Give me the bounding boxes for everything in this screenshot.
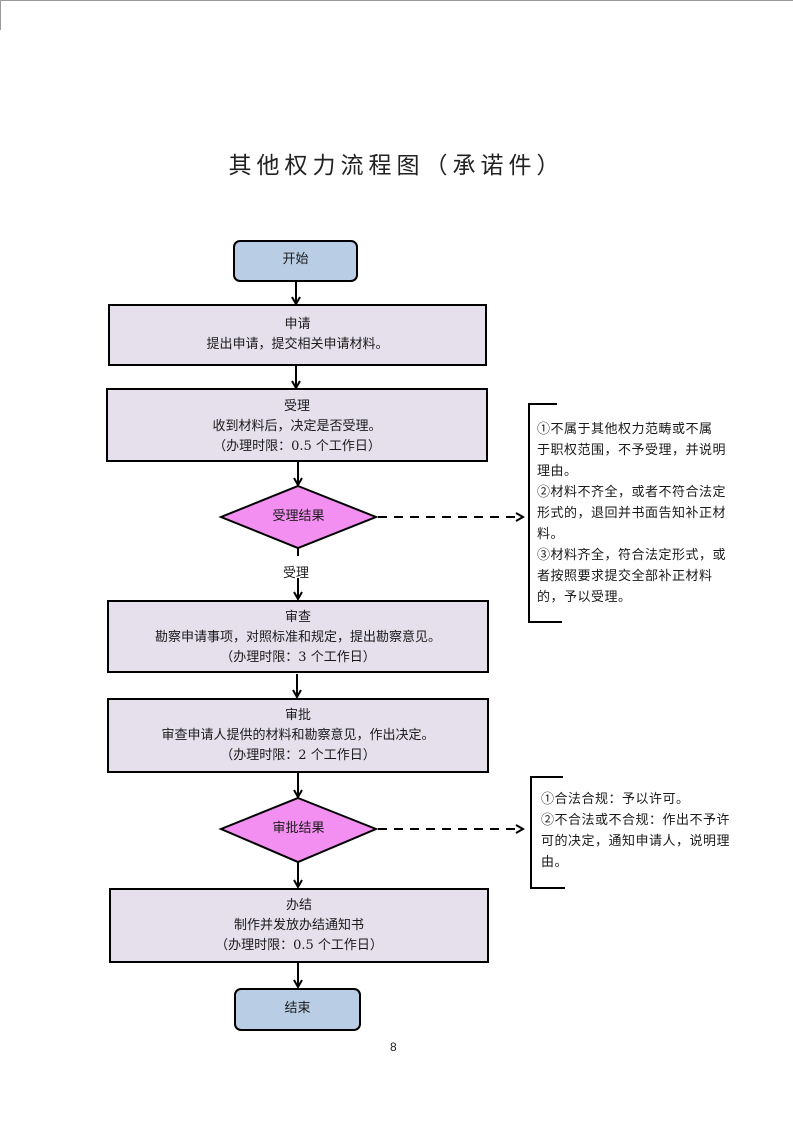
note-line: ③材料齐全，符合法定形式，或 [537, 548, 727, 563]
accept-process-box [106, 388, 488, 462]
page-title: 其他权力流程图（承诺件） [228, 153, 565, 179]
complete-process-box [109, 888, 489, 963]
note-line: ①不属于其他权力范畴或不属 [537, 422, 713, 437]
note-line: 的，予以受理。 [537, 590, 632, 605]
apply-title: 申请 [284, 317, 311, 332]
note-line: 可的决定，通知申请人，说明理 [541, 834, 731, 849]
start-label: 开始 [282, 252, 309, 267]
note-line: 于职权范围，不予受理，并说明 [537, 443, 727, 458]
note-line: 理由。 [537, 464, 578, 479]
note-line: ①合法合规：予以许可。 [541, 792, 690, 807]
complete-time-limit: （办理时限：0.5 个工作日） [215, 938, 383, 953]
accept-decision-label: 受理结果 [272, 509, 325, 524]
note-line: 者按照要求提交全部补正材料 [537, 569, 713, 584]
approve-note-bracket [530, 776, 565, 889]
approve-result-note: ①合法合规：予以许可。 ②不合法或不合规：作出不予许 可的决定，通知申请人，说明… [541, 789, 791, 873]
apply-line: 提出申请，提交相关申请材料。 [206, 337, 389, 352]
complete-title: 办结 [285, 898, 312, 913]
page-edge [0, 0, 793, 1]
accept-note-bracket [528, 403, 562, 623]
apply-process-box [108, 304, 487, 366]
review-title: 审查 [284, 610, 311, 625]
note-line: 料。 [537, 527, 565, 542]
end-label: 结束 [284, 1001, 311, 1016]
approve-line: 审查申请人提供的材料和勘察意见，作出决定。 [161, 728, 435, 743]
accept-line: 收到材料后，决定是否受理。 [212, 419, 382, 434]
apply-text: 申请 提出申请，提交相关申请材料。 [109, 315, 486, 355]
end-terminal [234, 988, 361, 1031]
accept-title: 受理 [283, 399, 310, 414]
page-number: 8 [390, 1040, 397, 1054]
review-text: 审查 勘察申请事项，对照标准和规定，提出勘察意见。 （办理时限：3 个工作日） [108, 608, 488, 668]
review-process-box [107, 600, 489, 673]
approve-decision-label: 审批结果 [272, 821, 325, 836]
complete-text: 办结 制作并发放办结通知书 （办理时限：0.5 个工作日） [110, 896, 488, 956]
note-line: 由。 [541, 855, 569, 870]
complete-line: 制作并发放办结通知书 [233, 918, 364, 933]
accept-time-limit: （办理时限：0.5 个工作日） [213, 439, 381, 454]
approve-process-box [107, 698, 489, 773]
review-line: 勘察申请事项，对照标准和规定，提出勘察意见。 [154, 630, 441, 645]
approve-time-limit: （办理时限：2 个工作日） [220, 748, 376, 763]
page-edge [0, 0, 1, 30]
accept-result-note: ①不属于其他权力范畴或不属 于职权范围，不予受理，并说明 理由。 ②材料不齐全，… [537, 419, 787, 608]
approve-title: 审批 [284, 708, 311, 723]
note-line: ②不合法或不合规：作出不予许 [541, 813, 731, 828]
accept-text: 受理 收到材料后，决定是否受理。 （办理时限：0.5 个工作日） [107, 397, 487, 457]
accept-branch-label: 受理 [283, 566, 310, 581]
note-line: ②材料不齐全，或者不符合法定 [537, 485, 727, 500]
review-time-limit: （办理时限：3 个工作日） [220, 650, 376, 665]
note-line: 形式的，退回并书面告知补正材 [537, 506, 727, 521]
approve-text: 审批 审查申请人提供的材料和勘察意见，作出决定。 （办理时限：2 个工作日） [108, 706, 488, 766]
